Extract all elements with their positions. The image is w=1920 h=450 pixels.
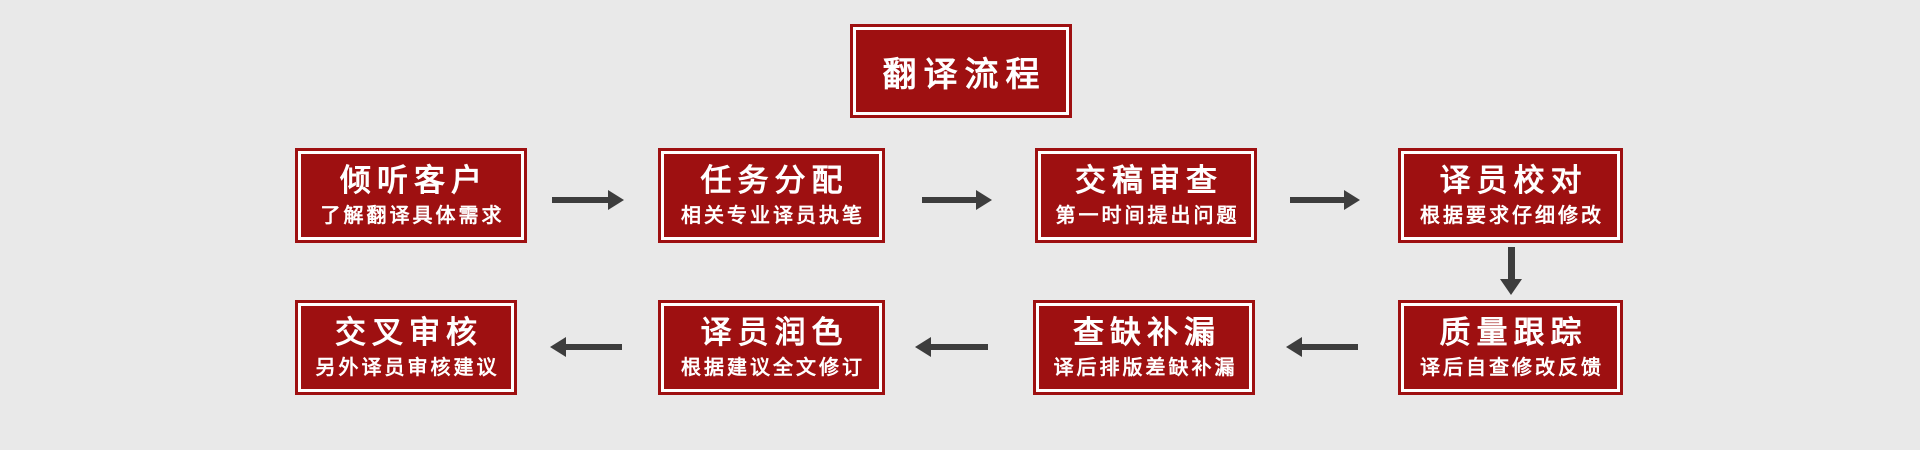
arrow-head: [1286, 337, 1302, 357]
step-inner-border: 译员润色 根据建议全文修订: [661, 303, 882, 392]
arrow-shaft: [931, 344, 988, 350]
flow-step-gap-filling: 查缺补漏 译后排版差缺补漏: [1033, 300, 1255, 395]
step-inner-border: 交叉审核 另外译员审核建议: [298, 303, 514, 392]
step-subtitle: 第一时间提出问题: [1055, 203, 1240, 227]
flow-step-listen-to-customer: 倾听客户 了解翻译具体需求: [295, 148, 527, 243]
arrow-shaft: [566, 344, 622, 350]
right-arrow-icon: [922, 190, 992, 210]
flow-step-translator-proofreading: 译员校对 根据要求仔细修改: [1398, 148, 1623, 243]
step-inner-border: 查缺补漏 译后排版差缺补漏: [1036, 303, 1252, 392]
step-subtitle: 根据要求仔细修改: [1420, 203, 1604, 227]
arrow-head: [608, 190, 624, 210]
step-title: 查缺补漏: [1073, 315, 1221, 351]
step-inner-border: 交稿审查 第一时间提出问题: [1038, 151, 1254, 240]
step-inner-border: 倾听客户 了解翻译具体需求: [298, 151, 524, 240]
flow-step-quality-tracking: 质量跟踪 译后自查修改反馈: [1398, 300, 1623, 395]
step-subtitle: 相关专业译员执笔: [681, 203, 865, 227]
arrow-head: [976, 190, 992, 210]
step-subtitle: 译后自查修改反馈: [1420, 355, 1604, 379]
step-subtitle: 根据建议全文修订: [681, 355, 865, 379]
flow-step-translator-polishing: 译员润色 根据建议全文修订: [658, 300, 885, 395]
step-title: 译员校对: [1439, 163, 1588, 199]
flow-step-draft-review: 交稿审查 第一时间提出问题: [1035, 148, 1257, 243]
left-arrow-icon: [915, 337, 988, 357]
flowchart-title: 翻译流程: [882, 54, 1047, 95]
flowchart-title-box: 翻译流程: [850, 24, 1072, 118]
step-title: 质量跟踪: [1439, 315, 1588, 351]
flowchart-title-inner-border: 翻译流程: [853, 27, 1069, 115]
arrow-shaft: [552, 197, 608, 203]
step-title: 任务分配: [700, 163, 849, 199]
arrow-head: [915, 337, 931, 357]
step-title: 倾听客户: [340, 163, 488, 199]
down-arrow-icon: [1500, 247, 1522, 295]
step-inner-border: 质量跟踪 译后自查修改反馈: [1401, 303, 1620, 392]
step-title: 交稿审查: [1075, 163, 1223, 199]
arrow-shaft: [1507, 247, 1515, 279]
right-arrow-icon: [552, 190, 624, 210]
flow-step-task-assignment: 任务分配 相关专业译员执笔: [658, 148, 885, 243]
step-title: 交叉审核: [335, 315, 483, 351]
arrow-shaft: [1290, 197, 1344, 203]
arrow-head: [1344, 190, 1360, 210]
step-subtitle: 了解翻译具体需求: [320, 203, 505, 227]
step-inner-border: 任务分配 相关专业译员执笔: [661, 151, 882, 240]
arrow-shaft: [1302, 344, 1358, 350]
left-arrow-icon: [1286, 337, 1358, 357]
step-subtitle: 译后排版差缺补漏: [1053, 355, 1238, 379]
left-arrow-icon: [550, 337, 622, 357]
step-inner-border: 译员校对 根据要求仔细修改: [1401, 151, 1620, 240]
step-subtitle: 另外译员审核建议: [315, 355, 500, 379]
arrow-shaft: [922, 197, 976, 203]
arrow-head: [550, 337, 566, 357]
step-title: 译员润色: [700, 315, 849, 351]
right-arrow-icon: [1290, 190, 1360, 210]
arrow-head: [1500, 279, 1522, 295]
flow-step-cross-review: 交叉审核 另外译员审核建议: [295, 300, 517, 395]
